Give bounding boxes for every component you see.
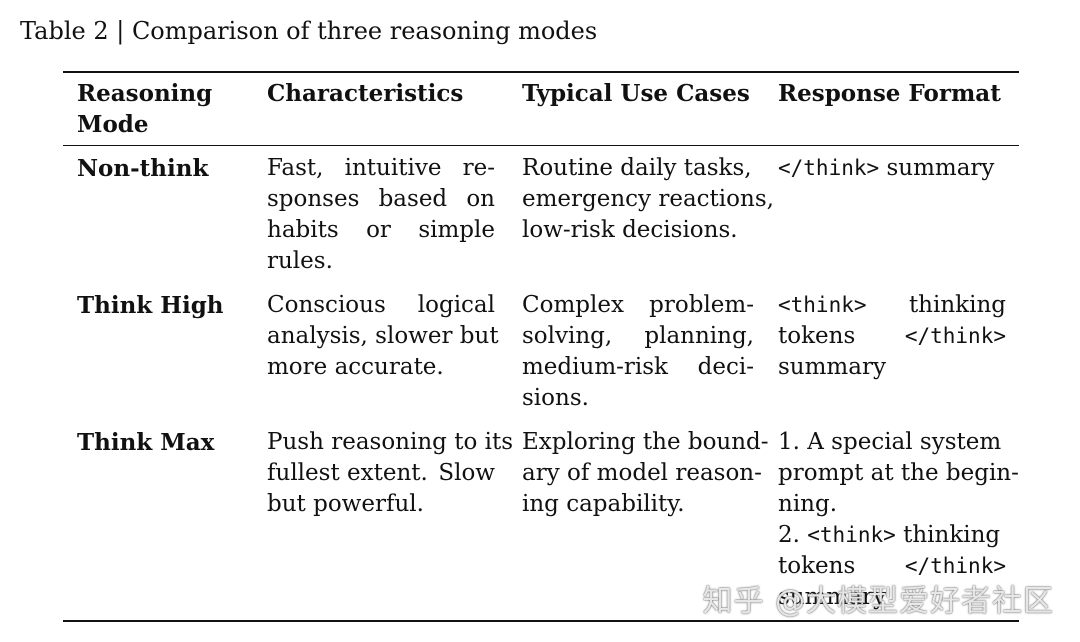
text-line: sions. <box>522 385 589 411</box>
text-line: ing capability. <box>522 491 685 517</box>
table-bottom-rule <box>63 620 1019 622</box>
row-think-max-characteristics: Push reasoning to its fullest extent.Slo… <box>267 427 514 520</box>
text-line: ning. <box>778 491 838 517</box>
text-line: tokens</think> <box>778 553 1006 579</box>
text-line: emergency reactions, <box>522 186 774 212</box>
table-top-rule <box>63 71 1019 73</box>
row-non-think-response-format: </think> summary <box>778 153 1006 184</box>
text-line: 2. <think> thinking <box>778 522 1001 548</box>
row-think-high-response-format: <think>thinking tokens</think> summary <box>778 290 1006 383</box>
header-characteristics: Characteristics <box>267 80 464 107</box>
header-use-cases: Typical Use Cases <box>522 80 750 107</box>
header-response-format: Response Format <box>778 80 1001 107</box>
header-reasoning-mode: Reasoning Mode <box>77 78 252 140</box>
row-non-think-mode: Non-think <box>77 155 209 182</box>
watermark: 知乎 @大模型爱好者社区 <box>702 584 1054 619</box>
text-line: Push reasoning to its <box>267 429 514 455</box>
header-mode-line-2: Mode <box>77 111 149 138</box>
text-line: Routine daily tasks, <box>522 155 752 181</box>
header-mode-line-1: Reasoning <box>77 80 213 107</box>
text-line: <think>thinking <box>778 292 1006 318</box>
text-line: prompt at the begin- <box>778 460 1019 486</box>
row-think-max-mode: Think Max <box>77 429 215 456</box>
text-line: solving,planning, <box>522 323 754 349</box>
row-non-think-use-cases: Routine daily tasks, emergency reactions… <box>522 153 774 246</box>
text-line: tokens</think> <box>778 323 1006 349</box>
row-think-high-mode: Think High <box>77 292 224 319</box>
text-line: summary <box>778 354 886 380</box>
text-line: Exploring the bound- <box>522 429 769 455</box>
row-think-max-response-format: 1. A special system prompt at the begin-… <box>778 427 1019 613</box>
table-header-rule <box>63 145 1019 146</box>
text-line: </think> summary <box>778 155 995 181</box>
text-line: low-risk decisions. <box>522 217 738 243</box>
table-caption: Table 2 | Comparison of three reasoning … <box>20 17 598 45</box>
text-line: 1. A special system <box>778 429 1002 455</box>
text-line: rules. <box>267 248 333 274</box>
text-line: ary of model reason- <box>522 460 762 486</box>
text-line: summary <box>778 584 886 610</box>
text-line: analysis, slower but <box>267 323 499 349</box>
text-line: but powerful. <box>267 491 424 517</box>
text-line: more accurate. <box>267 354 444 380</box>
text-line: fullest extent.Slow <box>267 460 495 486</box>
row-think-max-use-cases: Exploring the bound- ary of model reason… <box>522 427 769 520</box>
